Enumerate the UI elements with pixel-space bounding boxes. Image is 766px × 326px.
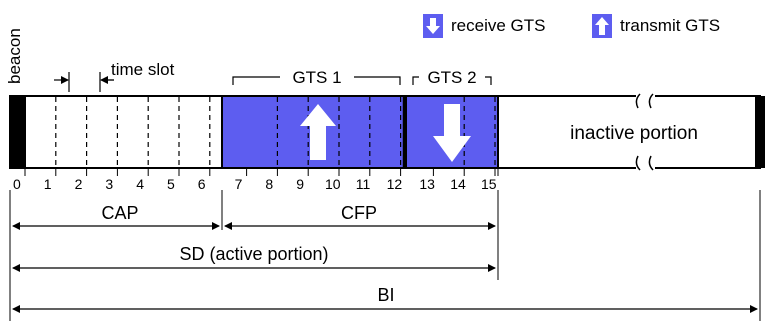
bi-label: BI [377, 285, 394, 305]
slot-number: 13 [419, 176, 435, 192]
gts1-bracket [232, 76, 401, 85]
slot-number: 14 [450, 176, 466, 192]
cfp-label: CFP [341, 203, 377, 223]
sd-label: SD (active portion) [179, 244, 328, 264]
beacon-label: beacon [5, 28, 24, 84]
transmit-gts-icon [592, 14, 612, 38]
transmit-gts-label: transmit GTS [620, 16, 720, 35]
gts1-label: GTS 1 [292, 68, 341, 87]
slot-number: 0 [13, 176, 21, 192]
slot-number: 10 [325, 176, 341, 192]
slot-number: 9 [296, 176, 304, 192]
transmit-arrow-icon [300, 104, 336, 160]
slot-number: 6 [198, 176, 206, 192]
slot-number: 4 [136, 176, 144, 192]
guide-lines [9, 190, 761, 321]
slot-number: 2 [75, 176, 83, 192]
slot-number: 5 [167, 176, 175, 192]
beacon-block-start [10, 96, 26, 168]
slot-number: 12 [387, 176, 403, 192]
slot-number: 15 [481, 176, 497, 192]
gts2-label: GTS 2 [427, 68, 476, 87]
cap-label: CAP [101, 203, 138, 223]
time-slot-indicator [54, 72, 114, 92]
gts2-bracket [412, 76, 492, 85]
receive-gts-icon [423, 14, 443, 38]
receive-arrow-icon [433, 104, 471, 162]
slot-dividers [55, 97, 496, 167]
slot-number: 11 [356, 176, 371, 192]
time-slot-label: time slot [111, 60, 175, 79]
slot-number: 1 [44, 176, 52, 192]
superframe-bar [9, 93, 765, 171]
legend: receive GTS transmit GTS [423, 14, 720, 38]
slot-number: 3 [105, 176, 113, 192]
slot-number: 8 [265, 176, 273, 192]
receive-gts-label: receive GTS [451, 16, 545, 35]
inactive-portion-label: inactive portion [570, 123, 698, 144]
slot-number: 7 [235, 176, 243, 192]
beacon-block-end [755, 96, 765, 168]
span-arrows [12, 222, 758, 313]
